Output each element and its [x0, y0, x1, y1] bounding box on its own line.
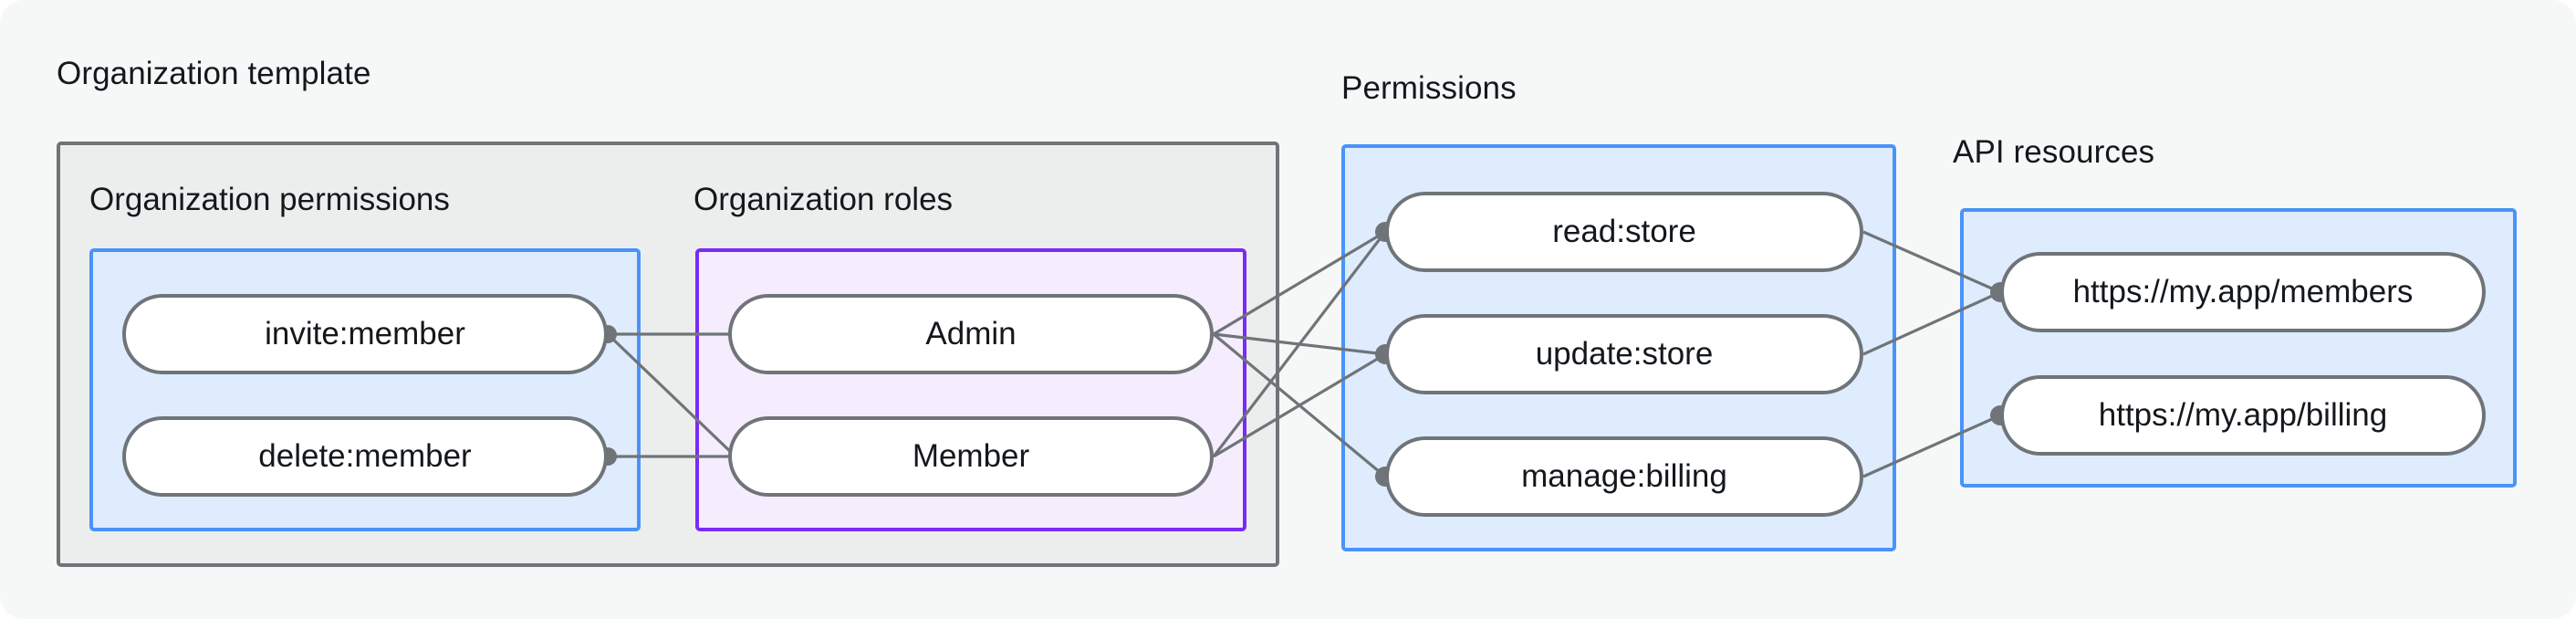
node-member-label: Member [912, 438, 1030, 474]
node-delete-member[interactable]: delete:member [122, 416, 608, 497]
node-read-store[interactable]: read:store [1385, 192, 1863, 272]
node-member[interactable]: Member [728, 416, 1214, 497]
node-update-store-label: update:store [1535, 336, 1714, 372]
node-manage-billing[interactable]: manage:billing [1385, 436, 1863, 517]
node-invite-member[interactable]: invite:member [122, 294, 608, 374]
node-update-store[interactable]: update:store [1385, 314, 1863, 394]
organization-roles-title: Organization roles [694, 182, 954, 217]
node-delete-member-label: delete:member [258, 438, 472, 474]
node-billing-endpoint-label: https://my.app/billing [2098, 397, 2388, 433]
node-invite-member-label: invite:member [265, 316, 465, 351]
api-resources-title: API resources [1953, 134, 2155, 170]
node-read-store-label: read:store [1552, 214, 1696, 249]
organization-permissions-title: Organization permissions [89, 182, 450, 217]
node-admin-label: Admin [925, 316, 1017, 351]
organization-template-title: Organization template [57, 56, 371, 91]
node-members-endpoint-label: https://my.app/members [2072, 274, 2414, 310]
permissions-title: Permissions [1341, 70, 1517, 106]
node-manage-billing-label: manage:billing [1521, 458, 1727, 494]
node-admin[interactable]: Admin [728, 294, 1214, 374]
node-members-endpoint[interactable]: https://my.app/members [2000, 252, 2486, 332]
node-billing-endpoint[interactable]: https://my.app/billing [2000, 375, 2486, 456]
